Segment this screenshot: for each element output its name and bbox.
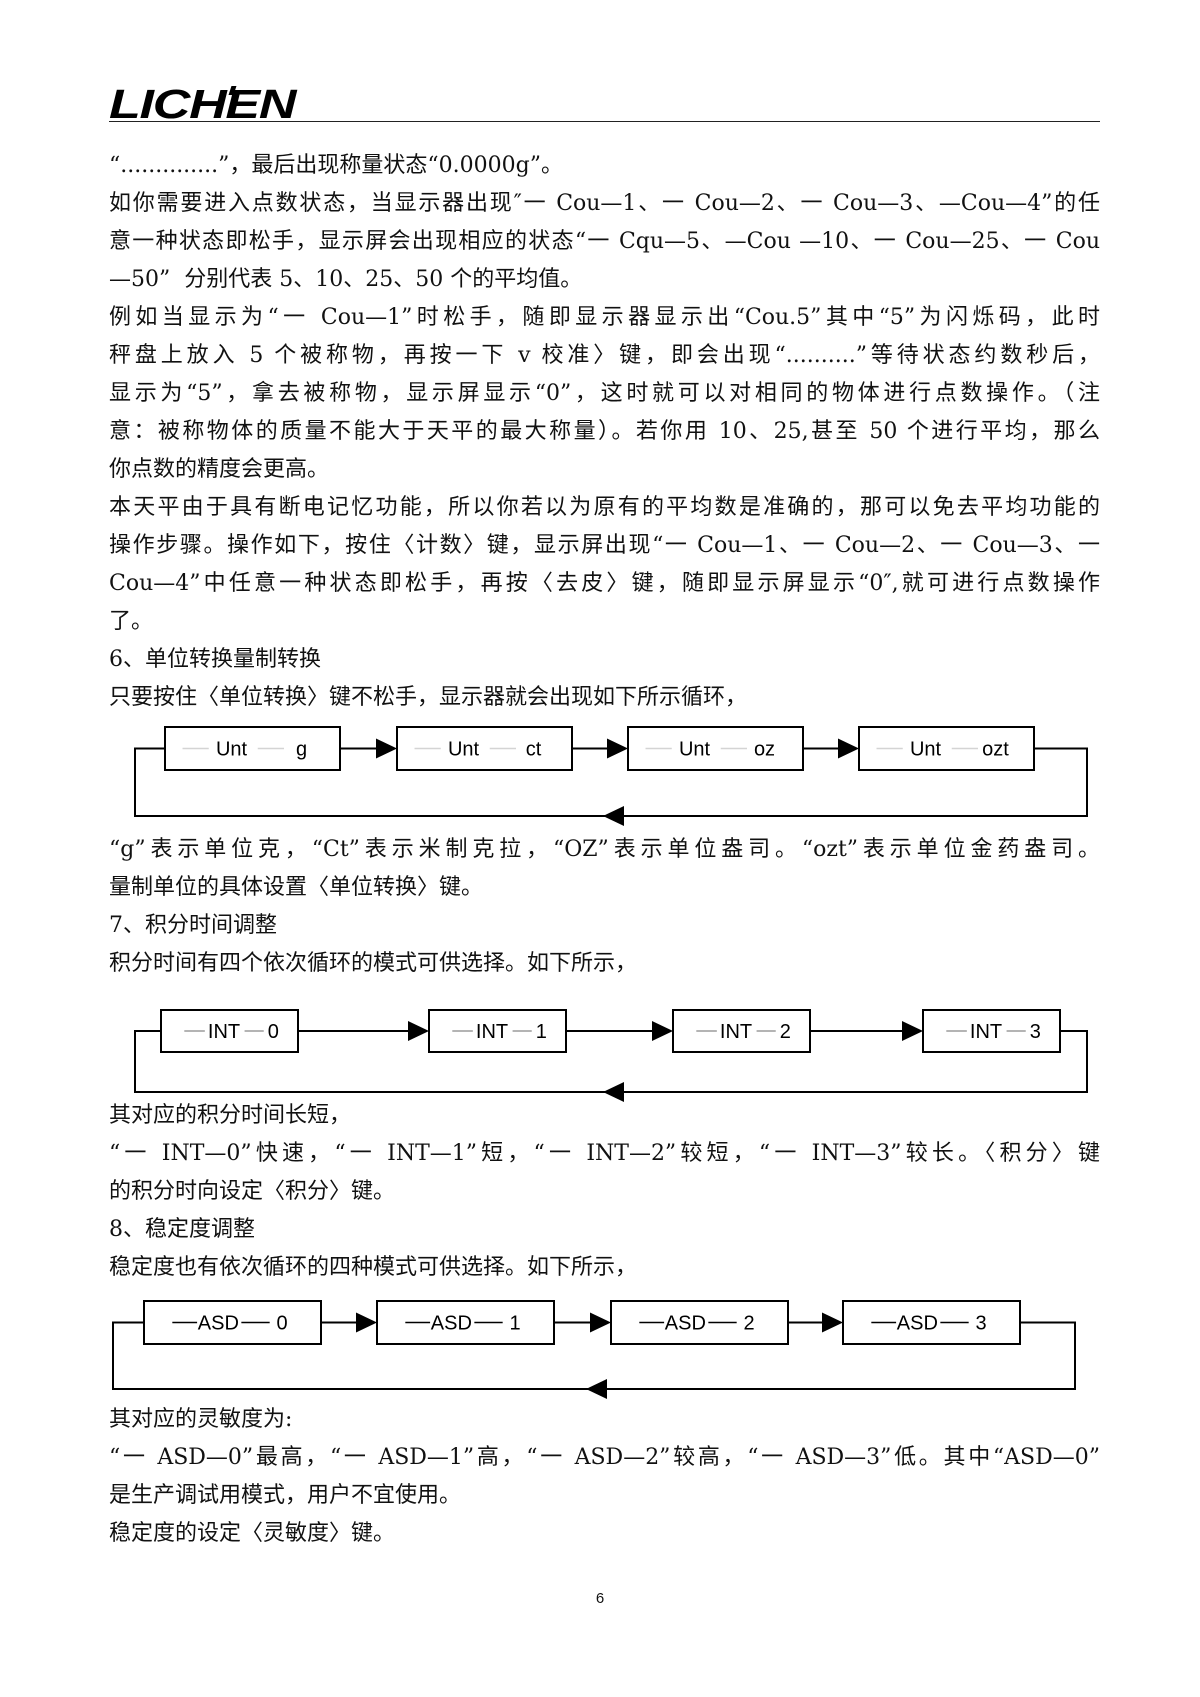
- header-divider: [109, 121, 1100, 122]
- paragraph-line: 其对应的灵敏度为:: [109, 1407, 293, 1432]
- section-intro: 积分时间有四个依次循环的模式可供选择。如下所示，: [109, 951, 638, 976]
- integration-cycle-box-value: 3: [1030, 1021, 1041, 1043]
- integration-cycle-box-value: 0: [268, 1021, 279, 1043]
- unit-cycle-box-name: Unt: [679, 739, 711, 761]
- integration-cycle-return-arrowhead: [603, 1082, 624, 1102]
- paragraph-line: 意一种状态即松手，显示屏会出现相应的状态“一 Cqu—5、—Cou —10、一 …: [109, 229, 1100, 254]
- integration-cycle-box: [672, 1009, 811, 1053]
- integration-cycle-box-name: INT: [208, 1021, 240, 1043]
- integration-cycle-box: [160, 1009, 299, 1053]
- section-heading-unit-conversion: 6、单位转换量制转换: [109, 647, 321, 672]
- paragraph-line: “g”表示单位克，“Ct”表示米制克拉，“OZ”表示单位盎司。“ozt”表示单位…: [109, 837, 1100, 862]
- stability-cycle-arrowhead: [590, 1312, 611, 1333]
- stability-cycle-diagram: ASD 0 ASD 1 ASD 2 ASD 3: [112, 1300, 1076, 1399]
- unit-cycle-arrowhead: [376, 738, 397, 759]
- integration-cycle-box-name: INT: [476, 1021, 508, 1043]
- stability-cycle-box-value: 0: [276, 1313, 287, 1335]
- stability-cycle-box-value: 3: [975, 1313, 986, 1335]
- paragraph-line: 秤盘上放入 5 个被称物，再按一下 v 校准〉键，即会出现“..........…: [109, 343, 1100, 368]
- integration-notes: 其对应的积分时间长短， “一 INT—0”快速，“一 INT—1”短，“一 IN…: [109, 1097, 1100, 1287]
- stability-cycle-box-name: ASD: [198, 1313, 239, 1335]
- paragraph-line: 本天平由于具有断电记忆功能，所以你若以为原有的平均数是准确的，那可以免去平均功能…: [109, 495, 1100, 520]
- section-intro: 只要按住〈单位转换〉键不松手，显示器就会出现如下所示循环，: [109, 685, 748, 710]
- stability-cycle-return-arrowhead: [586, 1379, 607, 1399]
- integration-cycle-box-value: 1: [536, 1021, 547, 1043]
- integration-cycle-box-value: 2: [780, 1021, 791, 1043]
- paragraph-line: 你点数的精度会更高。: [109, 457, 330, 482]
- integration-cycle-box-name: INT: [720, 1021, 752, 1043]
- unit-cycle-arrowhead: [838, 738, 859, 759]
- unit-cycle-box-value: g: [296, 739, 307, 761]
- unit-conversion-notes: “g”表示单位克，“Ct”表示米制克拉，“OZ”表示单位盎司。“ozt”表示单位…: [109, 831, 1100, 983]
- page-number: 6: [595, 1590, 605, 1607]
- paragraph-line: “..............”，最后出现称量状态“0.0000g”。: [109, 153, 563, 178]
- section-heading-integration-time: 7、积分时间调整: [109, 913, 277, 938]
- stability-cycle-box-value: 1: [509, 1313, 520, 1335]
- unit-cycle-box: [627, 726, 804, 771]
- paragraph-line: 是生产调试用模式，用户不宜使用。: [109, 1483, 462, 1508]
- paragraph-line: “一 ASD—0”最高，“一 ASD—1”高，“一 ASD—2”较高，“一 AS…: [109, 1445, 1100, 1470]
- integration-cycle-box-name: INT: [970, 1021, 1002, 1043]
- stability-cycle-box-value: 2: [743, 1313, 754, 1335]
- section-heading-stability: 8、稳定度调整: [109, 1217, 255, 1242]
- paragraph-line: 的积分时向设定〈积分〉键。: [109, 1179, 396, 1204]
- integration-cycle-box: [922, 1009, 1061, 1053]
- integration-cycle-diagram: INT 0 INT 1 INT 2 INT 3: [134, 1009, 1088, 1102]
- stability-cycle-box-name: ASD: [431, 1313, 472, 1335]
- stability-cycle-box-name: ASD: [897, 1313, 938, 1335]
- unit-cycle-return-arrowhead: [603, 806, 624, 826]
- unit-cycle-arrowhead: [607, 738, 628, 759]
- paragraph-line: 量制单位的具体设置〈单位转换〉键。: [109, 875, 484, 900]
- brand-logo: LICHEN: [109, 81, 296, 127]
- stability-cycle-box-name: ASD: [665, 1313, 706, 1335]
- count-mode-section: “..............”，最后出现称量状态“0.0000g”。 如你需要…: [109, 147, 1100, 717]
- paragraph-line: 稳定度的设定〈灵敏度〉键。: [109, 1521, 396, 1546]
- stability-cycle-arrowhead: [822, 1312, 843, 1333]
- integration-cycle-arrowhead: [902, 1021, 923, 1041]
- unit-cycle-box-value: ozt: [982, 739, 1009, 761]
- paragraph-line: 例如当显示为“一 Cou—1”时松手，随即显示器显示出“Cou.5”其中“5”为…: [109, 305, 1100, 330]
- paragraph-line: 其对应的积分时间长短，: [109, 1103, 352, 1128]
- paragraph-line: 操作步骤。操作如下，按住〈计数〉键，显示屏出现“一 Cou—1、一 Cou—2、…: [109, 533, 1100, 558]
- section-intro: 稳定度也有依次循环的四种模式可供选择。如下所示，: [109, 1255, 638, 1280]
- paragraph-line: —50” 分别代表 5、10、25、50 个的平均值。: [109, 267, 583, 292]
- unit-cycle-box-name: Unt: [448, 739, 480, 761]
- integration-cycle-arrowhead: [408, 1021, 429, 1041]
- stability-cycle-box: [143, 1300, 322, 1345]
- unit-cycle-box-value: oz: [754, 739, 775, 761]
- paragraph-line: 如你需要进入点数状态，当显示器出现″一 Cou—1、一 Cou—2、一 Cou—…: [109, 191, 1100, 216]
- paragraph-line: Cou—4”中任意一种状态即松手，再按〈去皮〉键，随即显示屏显示“0″,就可进行…: [109, 571, 1100, 596]
- integration-cycle-box: [428, 1009, 567, 1053]
- paragraph-line: 意：被称物体的质量不能大于天平的最大称量）。若你用 10、25,甚至 50 个进…: [109, 419, 1100, 444]
- stability-notes: 其对应的灵敏度为: “一 ASD—0”最高，“一 ASD—1”高，“一 ASD—…: [109, 1401, 1100, 1553]
- paragraph-line: 显示为“5”，拿去被称物，显示屏显示“0”，这时就可以对相同的物体进行点数操作。…: [109, 381, 1100, 406]
- stability-cycle-arrowhead: [356, 1312, 377, 1333]
- unit-cycle-box-value: ct: [526, 739, 542, 761]
- unit-cycle-diagram: Unt g Unt ct Unt oz Unt ozt: [134, 726, 1088, 826]
- integration-cycle-arrowhead: [652, 1021, 673, 1041]
- unit-cycle-box-name: Unt: [216, 739, 248, 761]
- unit-cycle-box-name: Unt: [910, 739, 942, 761]
- paragraph-line: 了。: [109, 609, 154, 634]
- paragraph-line: “一 INT—0”快速，“一 INT—1”短，“一 INT—2”较短，“一 IN…: [109, 1141, 1100, 1166]
